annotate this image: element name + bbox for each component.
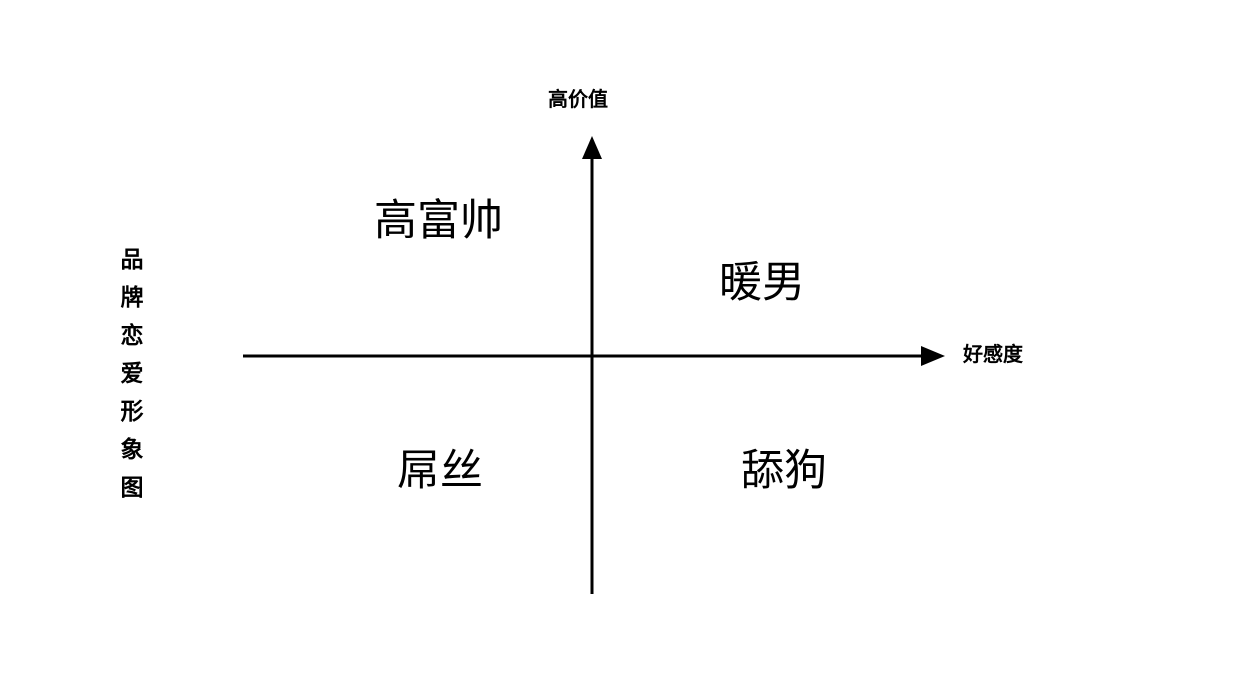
quadrant-label-bottom-right: 舔狗 xyxy=(741,447,827,495)
y-axis-arrowhead xyxy=(582,136,602,159)
quadrant-label-top-right: 暖男 xyxy=(719,259,805,307)
x-axis-label: 好感度 xyxy=(963,344,1023,366)
quadrant-label-bottom-left: 屌丝 xyxy=(397,447,483,495)
chart-title: 品牌恋爱形象图 xyxy=(120,246,144,500)
quadrant-label-top-left: 高富帅 xyxy=(374,197,503,245)
x-axis-arrowhead xyxy=(921,346,945,366)
y-axis-label: 高价值 xyxy=(548,89,608,111)
